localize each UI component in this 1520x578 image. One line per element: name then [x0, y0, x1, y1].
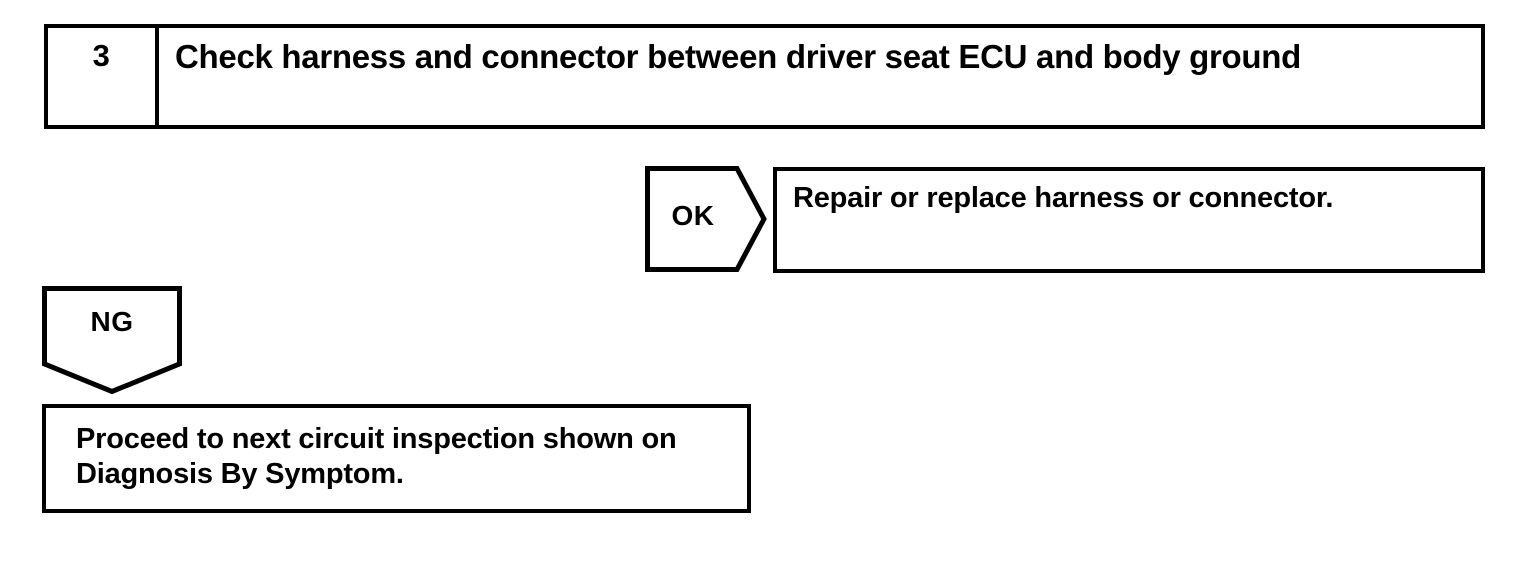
proceed-outcome-line-1: Proceed to next circuit inspection shown… — [76, 423, 677, 455]
proceed-outcome-text: Proceed to next circuit inspection shown… — [76, 422, 747, 493]
ng-label: NG — [90, 306, 134, 337]
ok-branch-connector: OK — [645, 166, 767, 272]
pentagon-down-icon — [42, 286, 182, 394]
step-number-cell: 3 — [48, 28, 159, 125]
repair-outcome-text: Repair or replace harness or connector. — [793, 182, 1334, 214]
proceed-outcome-box: Proceed to next circuit inspection shown… — [42, 404, 751, 513]
step-row: 3 Check harness and connector between dr… — [44, 24, 1485, 129]
step-number: 3 — [92, 38, 111, 73]
pentagon-right-icon — [645, 166, 767, 272]
repair-outcome-box: Repair or replace harness or connector. — [773, 167, 1485, 273]
step-title-cell: Check harness and connector between driv… — [159, 28, 1481, 125]
proceed-outcome-line-2: Diagnosis By Symptom. — [76, 458, 404, 491]
step-title: Check harness and connector between driv… — [175, 38, 1301, 75]
ok-label: OK — [671, 200, 715, 231]
ng-branch-connector: NG — [42, 286, 182, 394]
